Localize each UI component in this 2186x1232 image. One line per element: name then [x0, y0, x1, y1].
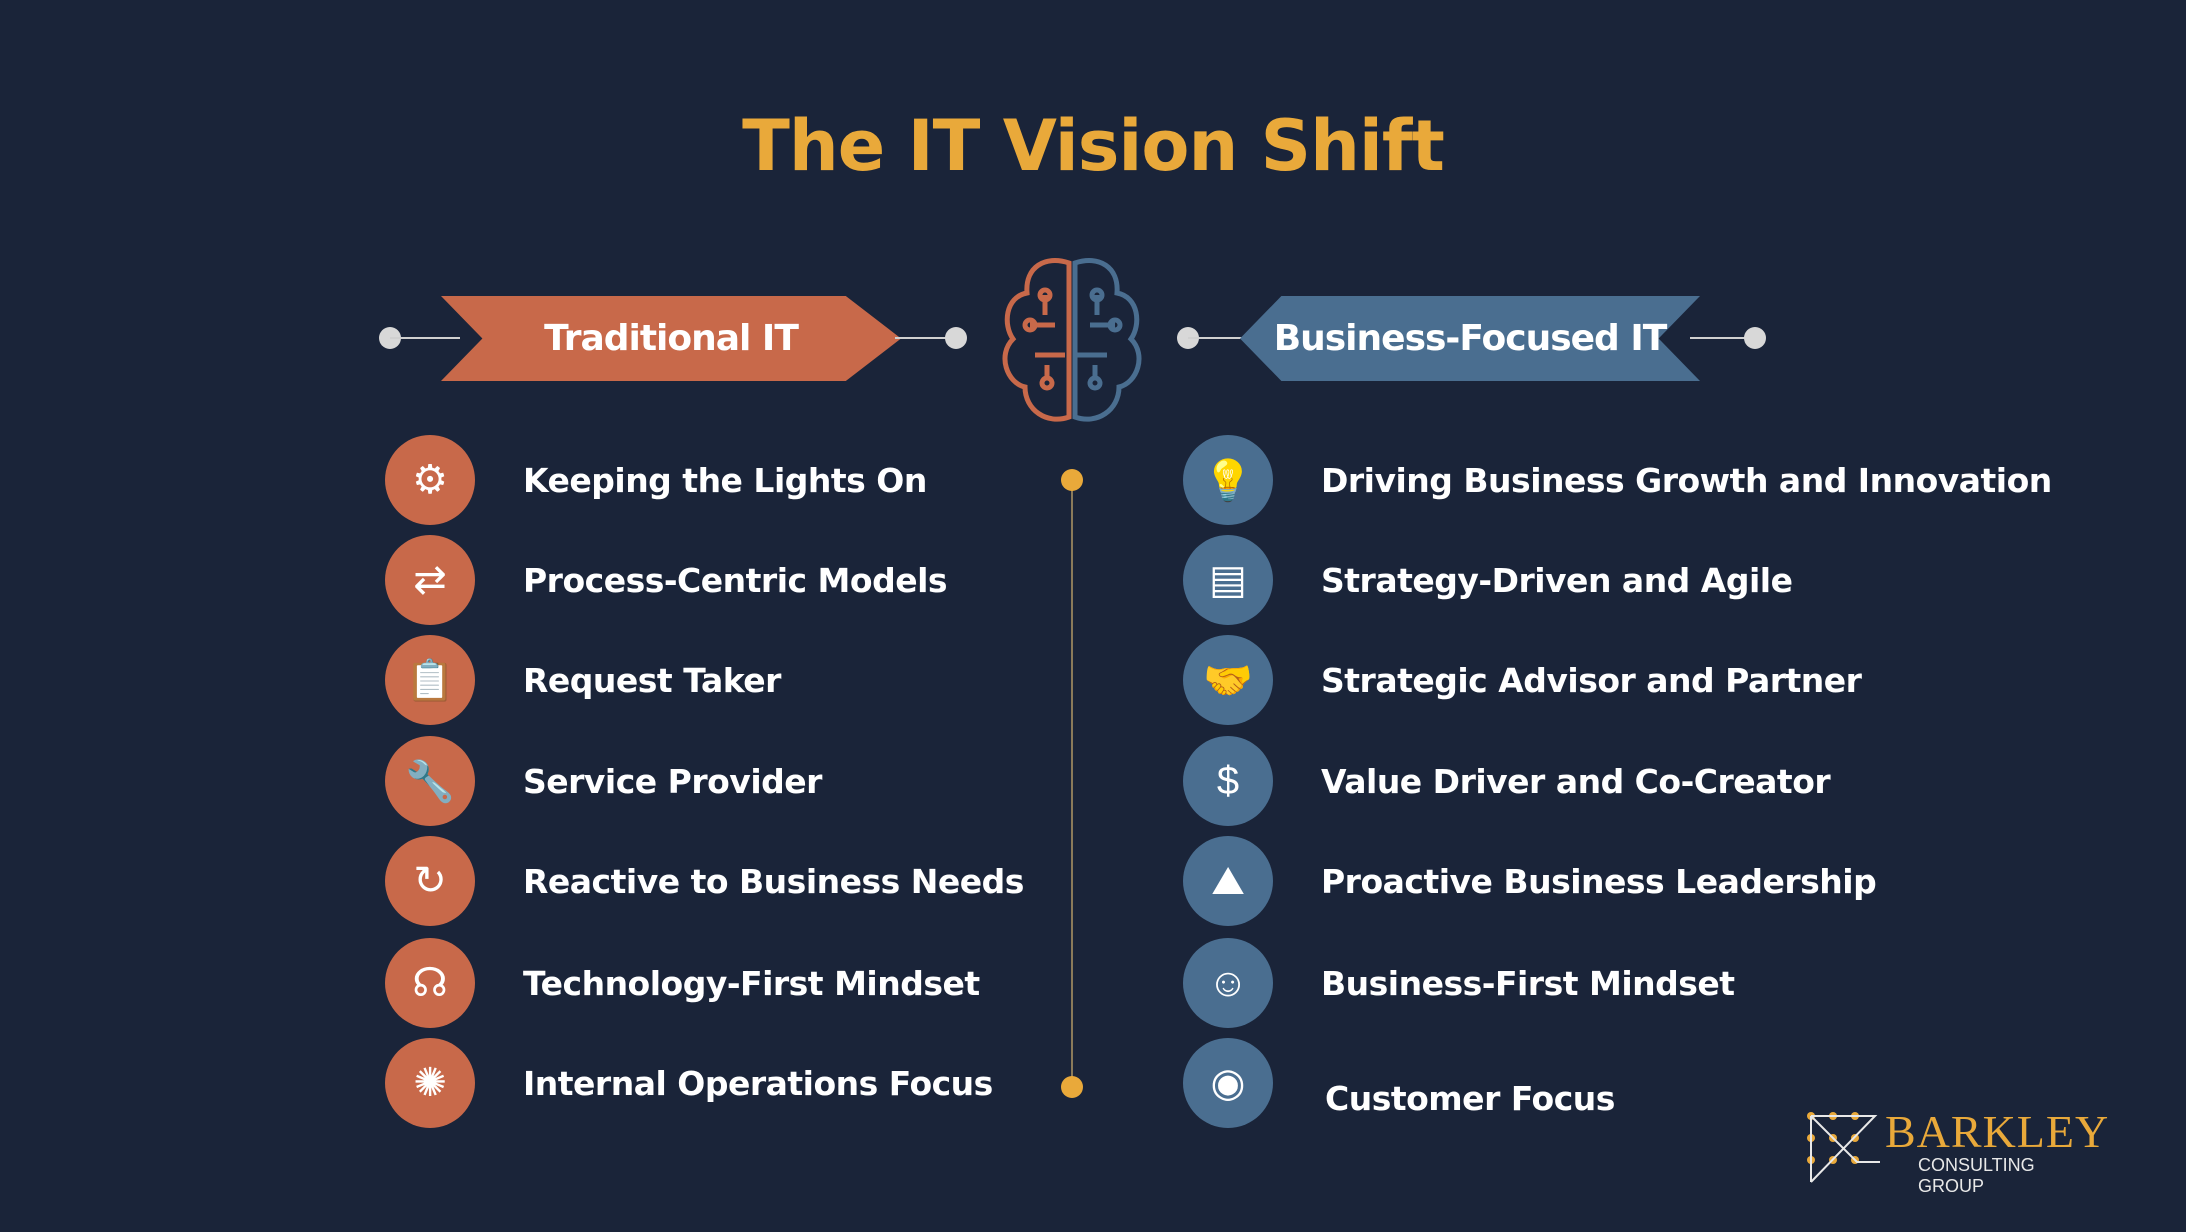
- item-label: Strategy-Driven and Agile: [1321, 560, 1793, 600]
- item-label: Strategic Advisor and Partner: [1321, 660, 1862, 700]
- money-chart-icon: $: [1183, 736, 1273, 826]
- list-item: ⚙ Keeping the Lights On: [385, 435, 927, 525]
- logo-subtitle: CONSULTING GROUP: [1918, 1155, 2035, 1196]
- connector-dot: [1744, 327, 1766, 349]
- item-label: Reactive to Business Needs: [523, 861, 1024, 901]
- clipboard-pen-icon: 📋: [385, 635, 475, 725]
- item-label: Business-First Mindset: [1321, 963, 1735, 1003]
- list-item: ⇄ Process-Centric Models: [385, 535, 948, 625]
- logo-mark-icon: [1807, 1112, 1880, 1183]
- gear-cycle-icon: ⚙: [385, 435, 475, 525]
- connector-line: [895, 337, 955, 339]
- business-focused-it-banner: Business-Focused IT: [1240, 296, 1700, 381]
- item-label: Technology-First Mindset: [523, 963, 980, 1003]
- connector-line: [1188, 337, 1258, 339]
- list-item: 🔧 Service Provider: [385, 736, 822, 826]
- list-item: ◉ Customer Focus: [1183, 1038, 1615, 1128]
- item-label: Driving Business Growth and Innovation: [1321, 460, 2052, 500]
- list-item: 📋 Request Taker: [385, 635, 781, 725]
- logo-name: BARKLEY: [1885, 1106, 2110, 1157]
- list-item: ✺ Internal Operations Focus: [385, 1038, 993, 1128]
- item-label: Internal Operations Focus: [523, 1063, 993, 1103]
- wrench-gears-icon: 🔧: [385, 736, 475, 826]
- page-title: The IT Vision Shift: [742, 105, 1445, 187]
- list-item: 💡 Driving Business Growth and Innovation: [1183, 435, 2052, 525]
- list-item: ↻ Reactive to Business Needs: [385, 836, 1024, 926]
- item-label: Value Driver and Co-Creator: [1321, 761, 1831, 801]
- list-item: ☺ Business-First Mindset: [1183, 938, 1735, 1028]
- traditional-it-banner: Traditional IT: [441, 296, 901, 381]
- timeline-dot: [1061, 1076, 1083, 1098]
- list-item: ▤ Strategy-Driven and Agile: [1183, 535, 1793, 625]
- list-item: $ Value Driver and Co-Creator: [1183, 736, 1831, 826]
- timeline-dot: [1061, 469, 1083, 491]
- handshake-icon: 🤝: [1183, 635, 1273, 725]
- climbing-leader-icon: ⛰: [1183, 836, 1273, 926]
- list-item: ☊ Technology-First Mindset: [385, 938, 980, 1028]
- barkley-logo: BARKLEY CONSULTING GROUP: [1805, 1105, 2108, 1196]
- list-item: ⛰ Proactive Business Leadership: [1183, 836, 1877, 926]
- user-refresh-icon: ↻: [385, 836, 475, 926]
- lightbulb-arrows-icon: 💡: [1183, 435, 1273, 525]
- customer-target-icon: ◉: [1183, 1038, 1273, 1128]
- process-flow-icon: ⇄: [385, 535, 475, 625]
- item-label: Request Taker: [523, 660, 781, 700]
- connector-dot: [945, 327, 967, 349]
- item-label: Proactive Business Leadership: [1321, 861, 1877, 901]
- connector-line: [390, 337, 460, 339]
- brain-icon: [1002, 258, 1142, 422]
- item-label: Process-Centric Models: [523, 560, 948, 600]
- item-label: Service Provider: [523, 761, 822, 801]
- item-label: Keeping the Lights On: [523, 460, 927, 500]
- connector-line: [1690, 337, 1755, 339]
- strategy-board-icon: ▤: [1183, 535, 1273, 625]
- list-item: 🤝 Strategic Advisor and Partner: [1183, 635, 1862, 725]
- item-label: Customer Focus: [1325, 1078, 1615, 1118]
- head-chart-icon: ☺: [1183, 938, 1273, 1028]
- network-hub-icon: ✺: [385, 1038, 475, 1128]
- head-circuit-icon: ☊: [385, 938, 475, 1028]
- timeline-line: [1071, 480, 1073, 1087]
